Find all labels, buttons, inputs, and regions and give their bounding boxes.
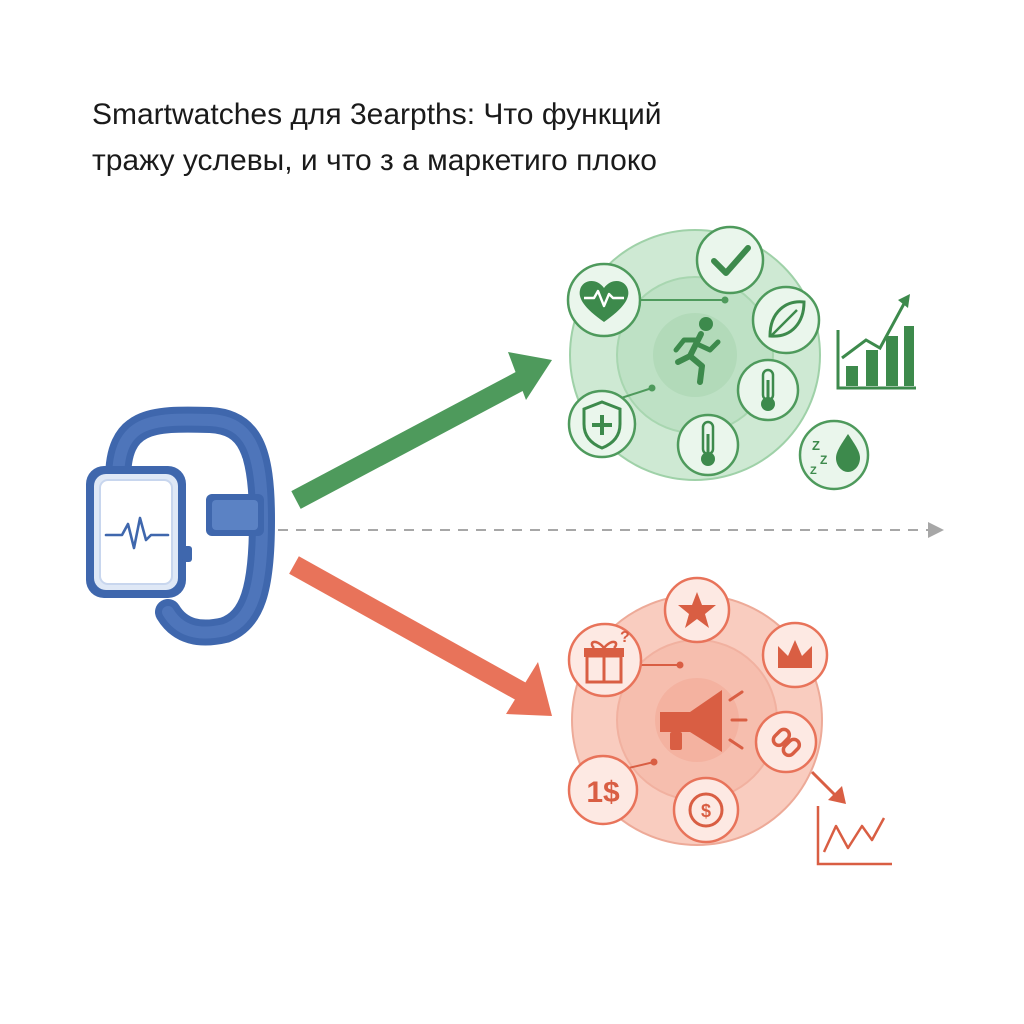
marketing-features-cluster: $ 1$ ? [567,576,829,846]
falling-line-chart-icon [810,770,892,866]
sleep-drop-icon: Z Z Z [798,419,870,491]
price-tag-label: 1$ [586,776,620,809]
heart-pulse-icon [566,262,642,338]
thermometer-icon [736,358,800,422]
coin-symbol: $ [701,801,711,821]
checkmark-icon [695,225,765,295]
star-icon [663,576,731,644]
price-tag-icon: 1$ [567,754,639,826]
gift-question-mark: ? [620,629,630,646]
gift-box-icon: ? [567,622,643,698]
page-title: Smartwatches для 3earpths: Что функций т… [92,92,792,184]
bad-arrow [289,556,552,716]
thermometer-icon [676,413,740,477]
running-person-icon [673,317,721,385]
crown-icon [761,621,829,689]
shield-plus-icon [567,389,637,459]
sleep-z-label: Z [812,438,820,453]
megaphone-icon [660,690,748,752]
sleep-z-label: Z [810,465,817,477]
sleep-z-label: Z [820,453,827,467]
neutral-dashed-arrow [278,522,944,538]
health-features-cluster: Z Z Z [566,225,870,491]
title-line-2: тражу услевы, и что з а маркетиго плоко [92,144,657,177]
dollar-coin-icon: $ [672,776,740,844]
leaf-icon [751,285,821,355]
rising-bar-chart-icon [836,294,916,390]
chain-link-icon [754,710,818,774]
title-line-1: Smartwatches для 3earpths: Что функций [92,98,662,131]
smartwatch-icon [86,406,276,646]
good-arrow [291,352,552,509]
